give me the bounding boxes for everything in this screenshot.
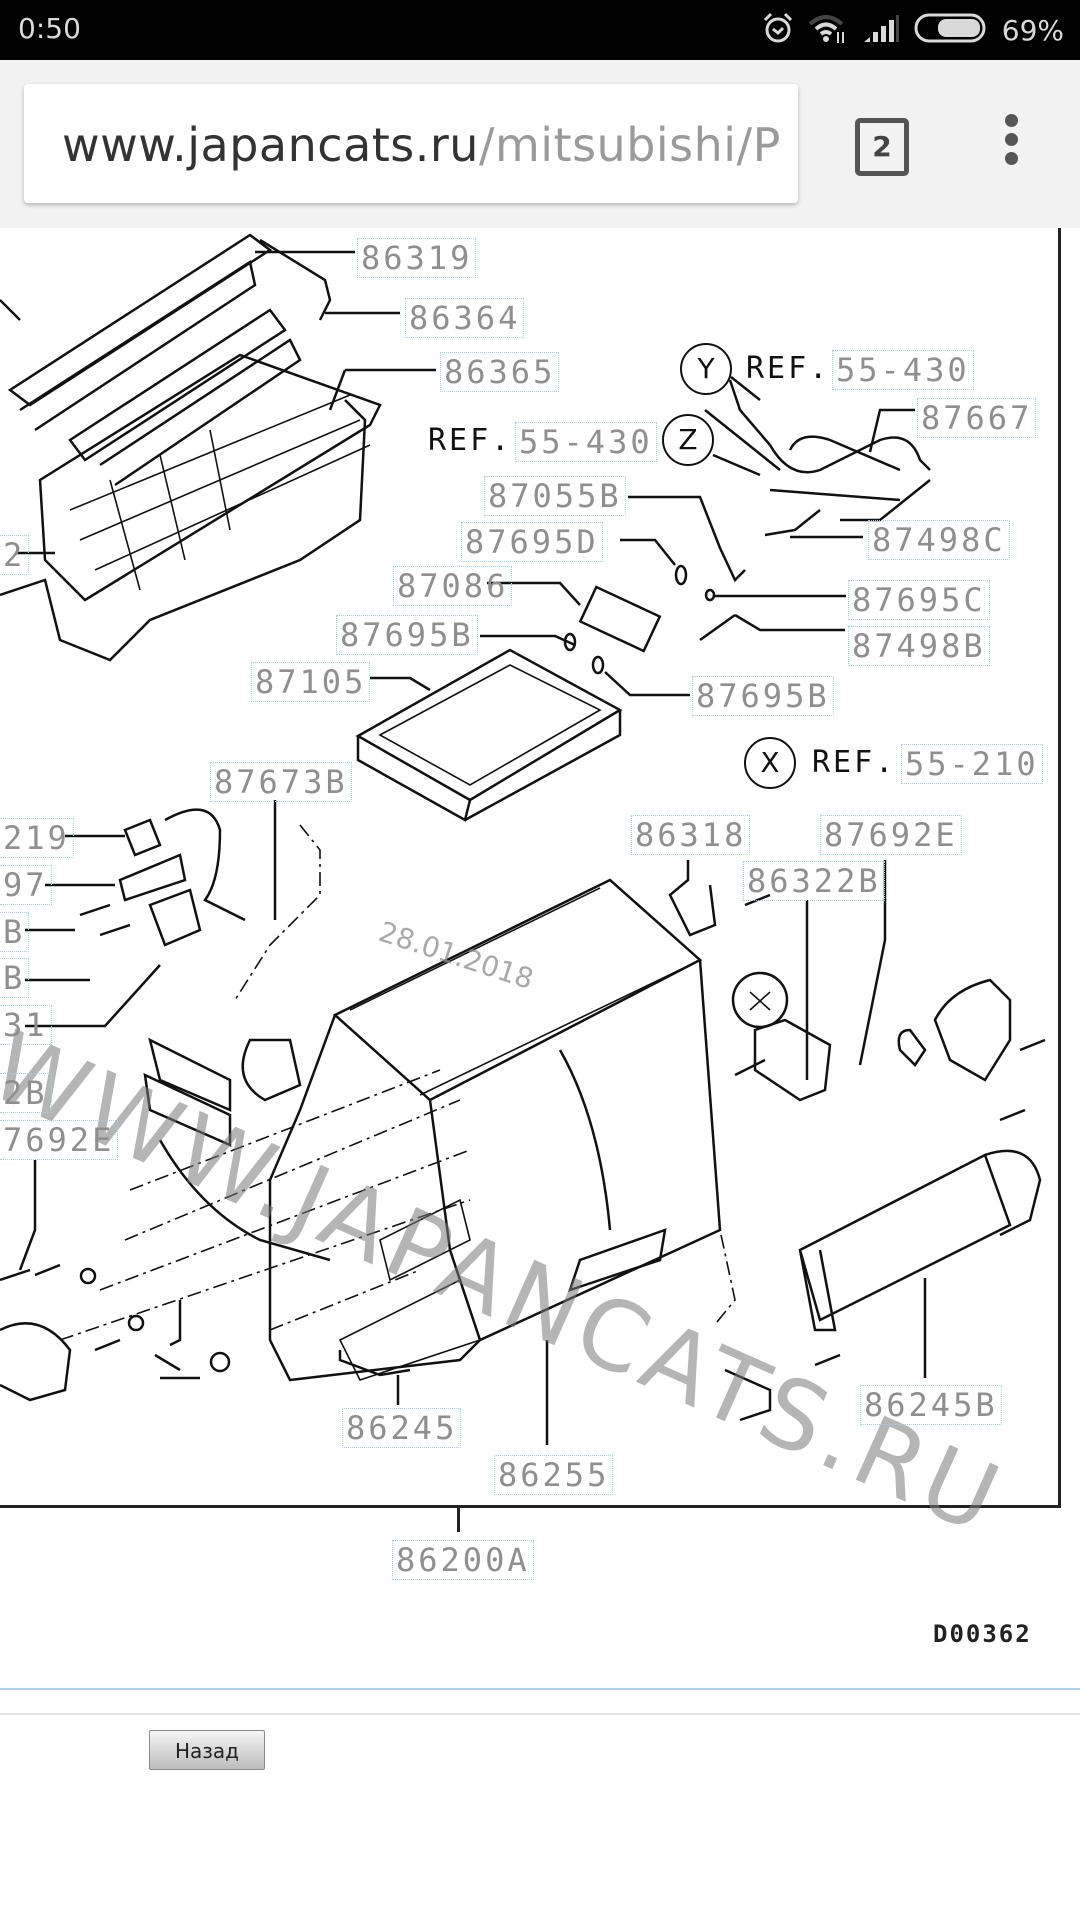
part-label-partial-219[interactable]: 219 [0, 818, 74, 858]
ref-prefix-z: REF. [428, 423, 513, 458]
diagram-code: D00362 [933, 1620, 1032, 1648]
overflow-menu-icon[interactable] [996, 114, 1026, 174]
ref-marker-z: Z [662, 414, 714, 466]
part-label-86255[interactable]: 86255 [494, 1455, 614, 1495]
url-host: www.japancats.ru [62, 118, 479, 172]
part-label-86364[interactable]: 86364 [405, 298, 525, 338]
status-time: 0:50 [18, 12, 81, 45]
ref-marker-x: X [744, 737, 796, 789]
battery-percent: 69% [1001, 13, 1064, 47]
part-label-87695D[interactable]: 87695D [461, 522, 603, 562]
address-bar[interactable]: www.japancats.ru/mitsubishi/P [24, 84, 798, 203]
part-label-partial-b1[interactable]: B [0, 912, 30, 952]
signal-icon [862, 13, 900, 47]
browser-toolbar: www.japancats.ru/mitsubishi/P 2 [0, 60, 1080, 228]
url-path: /mitsubishi/P [478, 118, 781, 172]
part-label-87105[interactable]: 87105 [251, 662, 371, 702]
part-label-86319[interactable]: 86319 [357, 238, 477, 278]
heater-pipe-drawing [704, 379, 931, 522]
tab-switcher-button[interactable]: 2 [855, 118, 909, 176]
part-label-87692E[interactable]: 87692E [820, 815, 962, 855]
part-label-87498C[interactable]: 87498C [868, 520, 1010, 560]
ref-prefix-y: REF. [746, 351, 831, 386]
part-label-partial-7692E[interactable]: 7692E [0, 1120, 119, 1160]
part-label-87055B[interactable]: 87055B [484, 476, 626, 516]
part-label-partial-2b[interactable]: 2B [0, 1073, 52, 1113]
part-label-partial-b2[interactable]: B [0, 958, 30, 998]
part-label-partial-31[interactable]: 31 [0, 1005, 52, 1045]
ref-link-z[interactable]: 55-430 [515, 422, 657, 462]
parts-drawing [0, 233, 1046, 1445]
part-label-87673B[interactable]: 87673B [210, 762, 352, 802]
status-bar: 0:50 69% [0, 0, 1080, 60]
rear-heater-core-drawing [798, 1149, 1042, 1332]
part-label-86245[interactable]: 86245 [342, 1408, 462, 1448]
ref-marker-y: Y [680, 343, 732, 395]
part-label-87086[interactable]: 87086 [393, 566, 513, 606]
alarm-icon [762, 11, 794, 49]
ref-prefix-x: REF. [812, 745, 897, 780]
divider-gray [0, 1713, 1080, 1715]
part-label-86318[interactable]: 86318 [631, 815, 751, 855]
heater-core-drawing [355, 648, 623, 822]
part-label-87498B[interactable]: 87498B [848, 626, 990, 666]
ref-link-y[interactable]: 55-430 [832, 350, 974, 390]
status-icons: 69% [762, 10, 1064, 50]
back-button[interactable]: Назад [149, 1730, 265, 1770]
part-label-87695B-right[interactable]: 87695B [692, 676, 834, 716]
ref-link-x[interactable]: 55-210 [901, 744, 1043, 784]
part-label-86200A[interactable]: 86200A [392, 1540, 534, 1580]
part-label-87695C[interactable]: 87695C [848, 580, 990, 620]
wifi-icon [808, 12, 848, 48]
part-label-86322B[interactable]: 86322B [743, 861, 885, 901]
part-label-87667[interactable]: 87667 [917, 398, 1037, 438]
diagram-frame-bottom [0, 1505, 1061, 1508]
part-label-86245B[interactable]: 86245B [860, 1385, 1002, 1425]
filter-assembly-drawing [0, 233, 382, 662]
diagram-frame-right [1058, 228, 1061, 1508]
part-label-86365[interactable]: 86365 [440, 352, 560, 392]
part-label-partial-97[interactable]: 97 [0, 865, 52, 905]
divider-blue [0, 1688, 1080, 1690]
part-label-87695B-left[interactable]: 87695B [336, 615, 478, 655]
part-label-partial-2[interactable]: 2 [0, 535, 30, 575]
battery-icon [914, 13, 988, 47]
url-text[interactable]: www.japancats.ru/mitsubishi/P [62, 118, 781, 172]
assembly-leader [457, 1508, 460, 1532]
